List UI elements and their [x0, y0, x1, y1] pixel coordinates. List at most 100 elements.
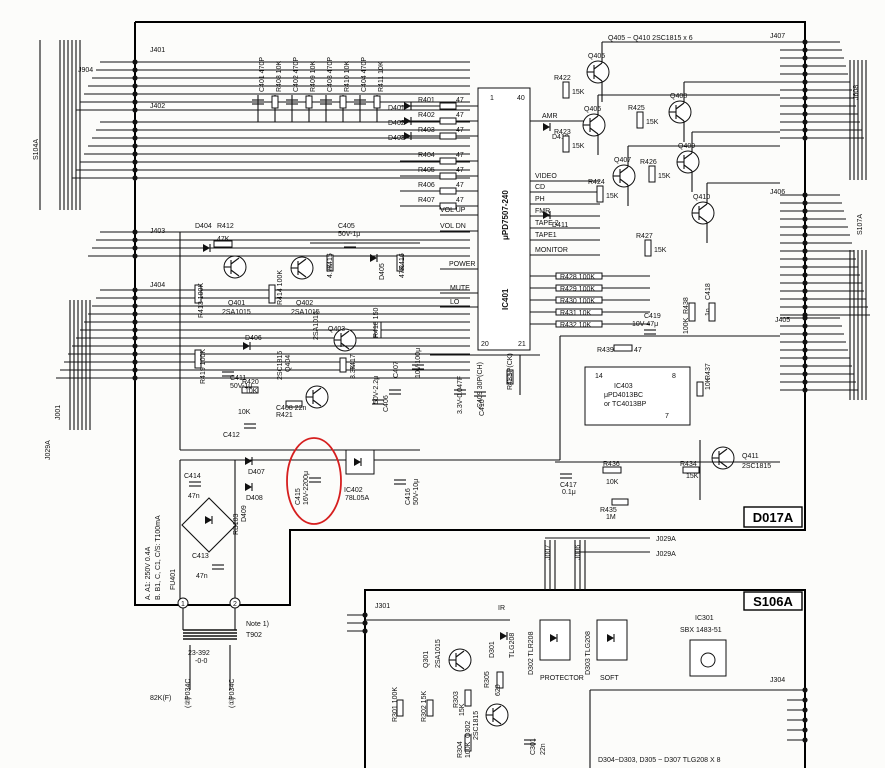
- capacitor-c411: [222, 371, 234, 377]
- ic403: 14 8 IC403 μPD4013BC or TC4013BP 7: [584, 366, 691, 426]
- bridge-rectifier: [181, 497, 237, 553]
- s106-part-label: D301: [489, 641, 496, 658]
- resistor-label-r429: R429 100K: [560, 286, 595, 293]
- resistor-val-r422: 15K: [572, 89, 585, 96]
- transistor-collector: [675, 102, 685, 110]
- resistor-ref-r426: R426: [640, 159, 657, 166]
- svg-text:40: 40: [517, 95, 525, 102]
- led-d302: [539, 619, 571, 661]
- top-cap: [286, 99, 298, 105]
- psu-part-label: IC402: [344, 487, 363, 494]
- diode-triangle: [205, 516, 212, 524]
- psu-part-label: C414: [184, 473, 201, 480]
- connector-label-j029a-1: J029A: [656, 536, 676, 543]
- diode-d411: [543, 211, 551, 219]
- left-part-label: C405: [338, 223, 355, 230]
- resistor-ref-r403: R403: [418, 127, 435, 134]
- top-cap: [252, 99, 264, 105]
- left-part-label: 50V-1μ: [230, 383, 252, 390]
- resistor-r423: [562, 135, 570, 153]
- left-part-label: 50V-1μ: [338, 231, 360, 238]
- top-cap: [320, 99, 332, 105]
- psu-part-label: 47n: [188, 493, 200, 500]
- resistor-c418: [708, 302, 716, 322]
- resistor-ref-r405: R405: [418, 167, 435, 174]
- left-part-label: C406: [383, 395, 390, 412]
- left-part-label: C410: [479, 399, 486, 416]
- psu-part-label: T902: [246, 632, 262, 639]
- resistor-r302: [426, 699, 434, 717]
- s106-part-label: R303: [453, 691, 460, 708]
- diode-label-d410: D410: [552, 134, 569, 141]
- resistor-r414: [268, 284, 276, 304]
- led-d302-symbol: [550, 634, 558, 642]
- connector-label-j304: J304: [770, 677, 785, 684]
- capacitor-c414: [189, 481, 201, 487]
- ic401-pin-lo: LO: [450, 299, 460, 306]
- left-part-label: R414 100K: [277, 270, 284, 305]
- diode-d403: [404, 132, 412, 140]
- left-part-label: 2SA1015: [291, 309, 320, 316]
- ic403-part-label: R439: [597, 347, 614, 354]
- resistor-ref-r422: R422: [554, 75, 571, 82]
- left-part-label: 10K: [238, 409, 251, 416]
- diode-triangle: [203, 244, 210, 252]
- s106-part-label: SOFT: [600, 675, 619, 682]
- s106a-board-contents: J301J304J007J006J029AJ029AIRQ3012SA1015D…: [347, 536, 808, 768]
- s106-part-label: Q301: [423, 651, 430, 668]
- resistor-r304: [464, 734, 472, 752]
- s106-part-label: 620: [495, 684, 502, 696]
- left-part-label: Q403: [328, 326, 345, 333]
- ic403-part-label: 47: [634, 347, 642, 354]
- top-res: [339, 95, 347, 109]
- transistor-collector: [230, 257, 240, 265]
- diode-triangle: [404, 117, 411, 125]
- s106-part-label: SBX 1483-51: [680, 627, 722, 634]
- svg-text:or TC4013BP: or TC4013BP: [604, 401, 647, 408]
- capacitor-c412: [244, 423, 256, 429]
- ic401-pin-mute: MUTE: [450, 285, 470, 292]
- resistor-r401: [439, 102, 457, 110]
- svg-text:14: 14: [595, 373, 603, 380]
- connector-label-j904: J904: [78, 67, 93, 74]
- resistor-label-r432: R432 10K: [560, 322, 591, 329]
- diode-d405: [370, 254, 378, 262]
- resistor-r434: [682, 466, 700, 474]
- resistor-ref-r402: R402: [418, 112, 435, 119]
- diode-label-d403: D403: [388, 135, 405, 142]
- left-part-label: R421: [276, 412, 293, 419]
- connector-label-j404: J404: [150, 282, 165, 289]
- transistor-collector: [312, 387, 322, 395]
- resistor-val-r406: 47: [456, 182, 464, 189]
- left-part-label: D406: [245, 335, 262, 342]
- transistor-label-q407: Q407: [614, 157, 631, 164]
- capacitor-c415: [309, 477, 321, 483]
- top-part-label: C404 470P: [361, 57, 368, 92]
- resistor-r413: [194, 284, 202, 304]
- resistor-ref-r427: R427: [636, 233, 653, 240]
- resistor-ref-r401: R401: [418, 97, 435, 104]
- resistor-r430: [555, 296, 603, 304]
- ic401-pin-video: VIDEO: [535, 173, 557, 180]
- top-part-label: C402 470P: [293, 57, 300, 92]
- side-label-s104a: S104A: [33, 139, 40, 160]
- top-part-label: C403 470P: [327, 57, 334, 92]
- psu-part-label: RB103: [233, 513, 240, 535]
- left-part-label: R413 100K: [198, 283, 205, 318]
- svg-text:8: 8: [672, 373, 676, 380]
- ic403-part-label: 2SC1815: [742, 463, 771, 470]
- left-part-label: 50V-2.2μ: [373, 376, 380, 404]
- resistor-r417: [339, 357, 347, 373]
- resistor-r407: [439, 202, 457, 210]
- ic403-part-label: 15K: [686, 473, 699, 480]
- led-d303: [596, 619, 628, 661]
- connector-label-j007: J007: [545, 545, 552, 560]
- resistor-r301: [396, 699, 404, 717]
- transistor-emitter: [698, 215, 708, 223]
- left-part-label: R415: [327, 253, 334, 270]
- ic403-part-label: C417: [560, 482, 577, 489]
- ic401-pin-power: POWER: [449, 261, 475, 268]
- diode-d401: [404, 102, 412, 110]
- capacitor-c407: [389, 389, 401, 395]
